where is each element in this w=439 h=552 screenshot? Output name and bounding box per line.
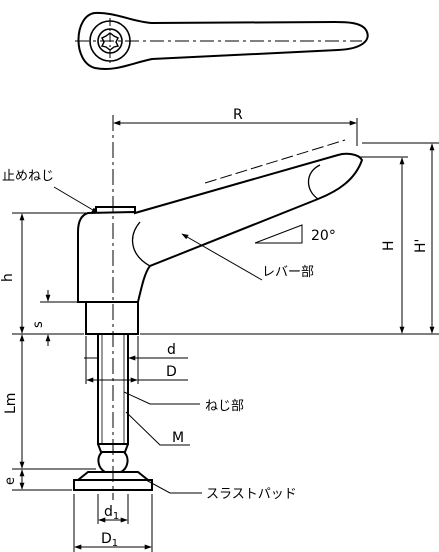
label-R: R — [233, 107, 243, 123]
labels: R H H' h s Lm e d D M d1 D1 20° 止めねじ レバー… — [0, 107, 429, 549]
leader-lever — [181, 233, 263, 281]
leader-thread — [123, 391, 200, 405]
hub-neck — [85, 302, 139, 335]
label-thrust-pad: スラストパッド — [206, 487, 297, 502]
leader-set-screw — [53, 186, 99, 214]
angle-reference-line — [204, 139, 346, 184]
label-D: D — [166, 364, 177, 380]
label-d1: d1 — [104, 504, 119, 522]
leader-thrust-pad — [145, 479, 202, 494]
label-s: s — [31, 321, 46, 328]
label-set-screw: 止めねじ — [2, 169, 54, 184]
label-H: H — [381, 240, 397, 251]
label-lever: レバー部 — [262, 265, 314, 280]
lever-knob-edge — [307, 164, 321, 200]
side-view — [73, 115, 364, 500]
top-view-lever-outline — [77, 11, 369, 70]
lever-body — [77, 152, 364, 303]
label-thread: ねじ部 — [205, 399, 244, 414]
label-Lm: Lm — [3, 393, 19, 414]
label-D1: D1 — [101, 531, 118, 549]
top-view — [75, 11, 369, 70]
label-angle: 20° — [311, 228, 336, 244]
leader-M — [125, 411, 190, 446]
label-H-prime: H' — [413, 239, 429, 253]
leaders — [53, 139, 346, 494]
label-e: e — [3, 477, 18, 485]
dimensions — [12, 118, 439, 552]
angle-triangle — [254, 224, 303, 244]
label-d: d — [167, 342, 176, 358]
label-M: M — [172, 430, 184, 446]
label-h: h — [0, 273, 16, 282]
lever-recess — [131, 221, 151, 267]
